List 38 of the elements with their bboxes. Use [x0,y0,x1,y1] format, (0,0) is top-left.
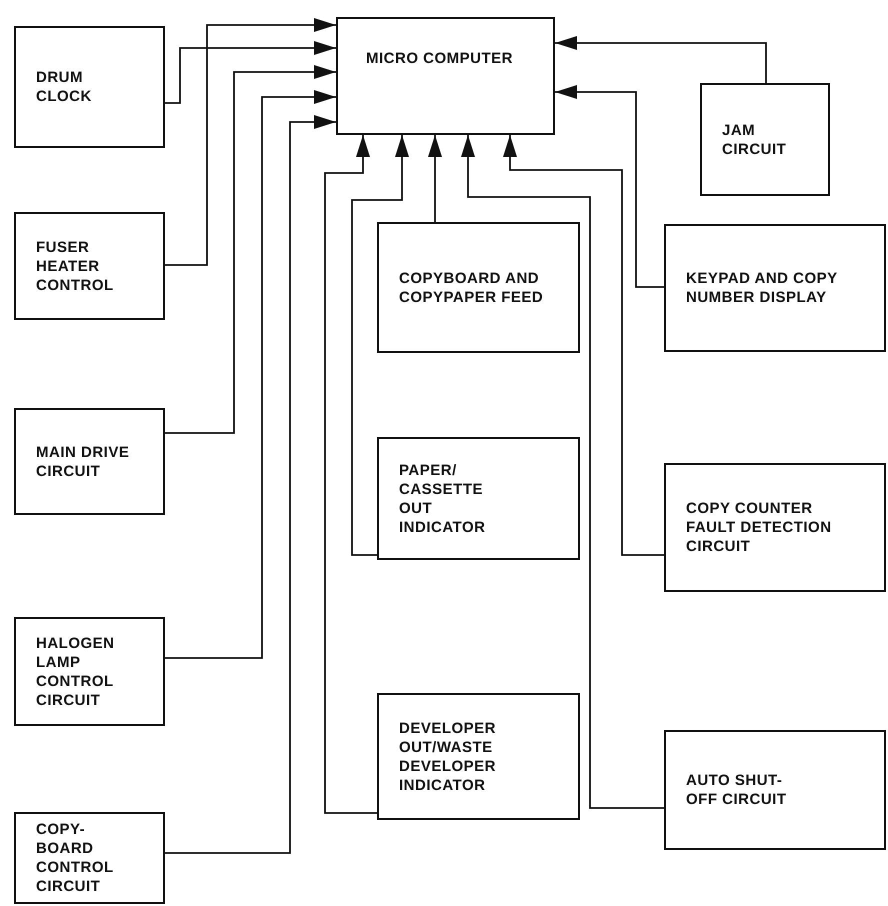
arrow [165,65,336,434]
box-label: PAPER/ CASSETTE OUT INDICATOR [399,460,486,536]
arrow [555,85,664,288]
box-label: AUTO SHUT- OFF CIRCUIT [686,771,788,809]
process-box [700,83,830,196]
process-box [14,617,165,726]
arrow [503,135,664,556]
process-box [664,224,886,352]
box-label: MICRO COMPUTER [366,49,513,68]
box-label: COPY- BOARD CONTROL CIRCUIT [36,820,114,896]
process-box [377,222,580,353]
arrow [165,41,336,104]
process-box [377,693,580,820]
arrow [351,135,409,556]
arrow [324,135,377,814]
box-label: DEVELOPER OUT/WASTE DEVELOPER INDICATOR [399,718,498,794]
box-label: COPY COUNTER FAULT DETECTION CIRCUIT [686,499,833,556]
box-label: JAM CIRCUIT [722,120,788,158]
box-label: COPYBOARD AND COPYPAPER FEED [399,268,544,306]
arrow [165,115,336,854]
process-box [14,26,165,148]
box-label: KEYPAD AND COPY NUMBER DISPLAY [686,269,838,307]
process-box [14,812,165,904]
process-box [664,730,886,850]
box-label: DRUM CLOCK [36,68,93,106]
box-label: HALOGEN LAMP CONTROL CIRCUIT [36,634,116,710]
process-box [14,408,165,515]
arrow [555,36,767,83]
arrow [165,18,336,266]
box-label: FUSER HEATER CONTROL [36,238,115,294]
arrow [428,135,442,222]
process-box [377,437,580,560]
process-box [664,463,886,592]
box-label: MAIN DRIVE CIRCUIT [36,442,130,480]
arrow [165,90,336,659]
process-box [14,212,165,320]
process-box [336,17,555,135]
arrow [461,135,664,809]
